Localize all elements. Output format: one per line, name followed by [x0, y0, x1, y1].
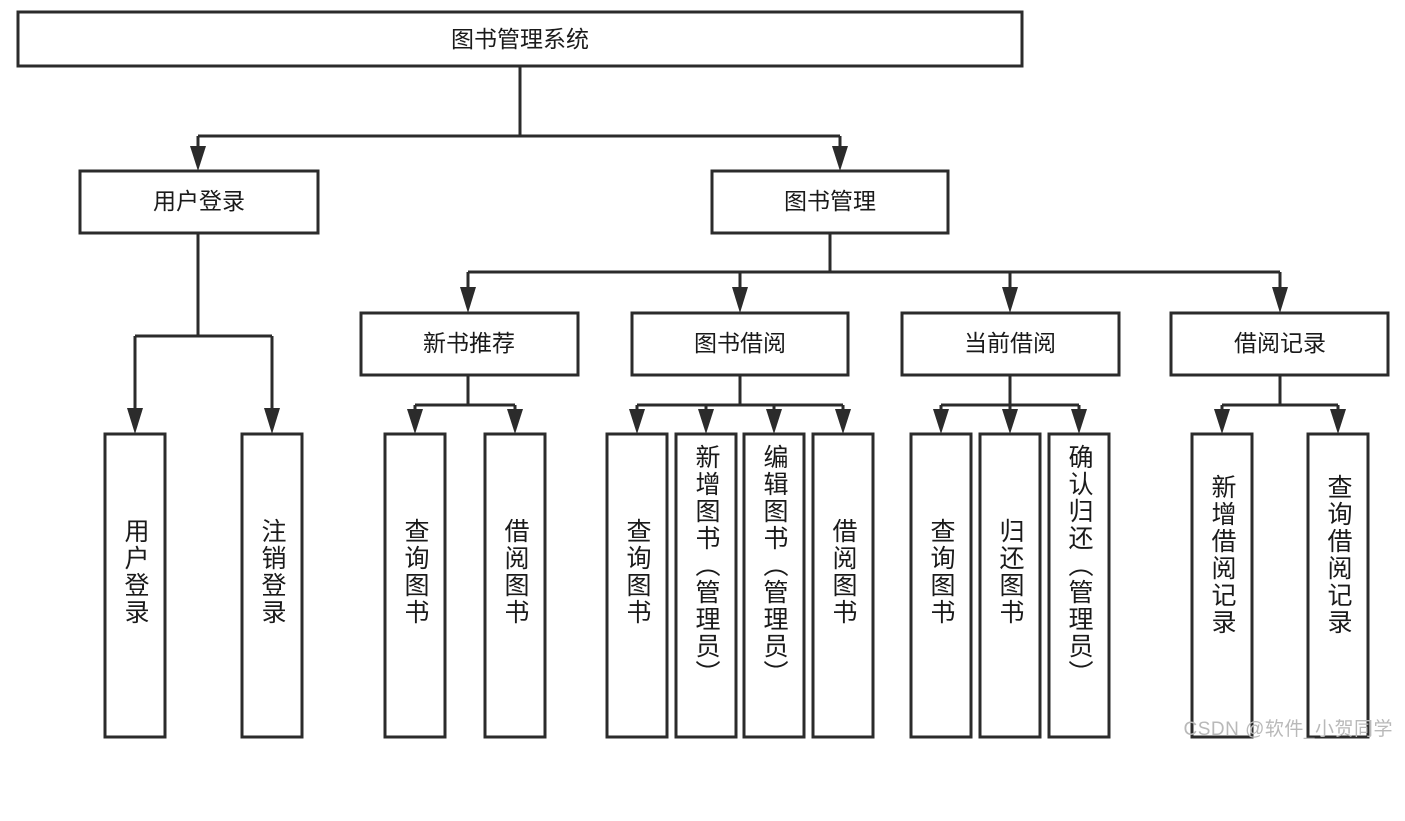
node-new-book-recommend-label: 新书推荐 — [423, 330, 515, 356]
node-book-management[interactable]: 图书管理 — [710, 169, 950, 235]
node-current-borrow-box[interactable] — [900, 311, 1121, 377]
leaf-box-query-book-1[interactable] — [383, 432, 447, 739]
arrow-head-new-book — [460, 287, 476, 313]
node-new-book-recommend-box[interactable] — [359, 311, 580, 377]
arrow-head-current-borrow — [1002, 287, 1018, 313]
leaf-box-borrow-book-2[interactable] — [811, 432, 875, 739]
leaf-box-query-book-3[interactable] — [909, 432, 973, 739]
node-root-box[interactable] — [16, 10, 1024, 68]
node-user-login-label: 用户登录 — [153, 188, 245, 214]
leaf-box-query-record[interactable] — [1306, 432, 1370, 739]
node-user-login[interactable]: 用户登录 — [78, 169, 320, 235]
leaf-box-add-record[interactable] — [1190, 432, 1254, 739]
arrow-head-leaf-borrow-book-2 — [835, 409, 851, 434]
connector-group — [127, 66, 1346, 434]
flowchart-canvas: 图书管理系统 用户登录 图书管理 新书推荐 图书借阅 当前借阅 借阅记录 — [16, 10, 1393, 740]
leaf-box-borrow-book-1[interactable] — [483, 432, 547, 739]
node-borrow-record[interactable]: 借阅记录 — [1169, 311, 1390, 377]
watermark-text: CSDN @软件_小贺同学 — [1183, 719, 1393, 740]
leaf-box-confirm-return[interactable] — [1047, 432, 1111, 739]
tree-diagram-svg: 图书管理系统 用户登录 图书管理 新书推荐 图书借阅 当前借阅 借阅记录 — [16, 10, 1390, 739]
node-root[interactable]: 图书管理系统 — [16, 10, 1024, 68]
arrow-head-leaf-query-record — [1330, 409, 1346, 434]
node-user-login-box[interactable] — [78, 169, 320, 235]
node-book-borrow-label: 图书借阅 — [694, 330, 786, 356]
node-borrow-record-label: 借阅记录 — [1234, 330, 1326, 356]
node-book-borrow-box[interactable] — [630, 311, 850, 377]
node-borrow-record-box[interactable] — [1169, 311, 1390, 377]
node-new-book-recommend[interactable]: 新书推荐 — [359, 311, 580, 377]
leaf-box-return-book[interactable] — [978, 432, 1042, 739]
leaf-box-add-book[interactable] — [674, 432, 738, 739]
arrow-head-leaf-add-book — [698, 409, 714, 434]
arrow-head-user-login — [190, 146, 206, 171]
arrow-head-leaf-add-record — [1214, 409, 1230, 434]
leaf-box-logout[interactable] — [240, 432, 304, 739]
arrow-head-leaf-user-login — [127, 408, 143, 434]
arrow-head-book-borrow — [732, 287, 748, 313]
node-current-borrow-label: 当前借阅 — [964, 330, 1056, 356]
arrow-head-leaf-borrow-book-1 — [507, 409, 523, 434]
leaf-box-edit-book[interactable] — [742, 432, 806, 739]
arrow-head-leaf-query-book-2 — [629, 409, 645, 434]
node-current-borrow[interactable]: 当前借阅 — [900, 311, 1121, 377]
arrow-head-leaf-logout — [264, 408, 280, 434]
node-book-management-box[interactable] — [710, 169, 950, 235]
leaf-box-query-book-2[interactable] — [605, 432, 669, 739]
node-root-label: 图书管理系统 — [451, 26, 589, 52]
arrow-head-leaf-edit-book — [766, 409, 782, 434]
node-book-management-label: 图书管理 — [784, 188, 876, 214]
arrow-head-book-mgmt — [832, 146, 848, 171]
arrow-head-leaf-confirm-return — [1071, 409, 1087, 434]
arrow-head-leaf-query-book-1 — [407, 409, 423, 434]
leaf-box-group — [103, 432, 1370, 739]
arrow-head-leaf-return-book — [1002, 409, 1018, 434]
arrow-head-leaf-query-book-3 — [933, 409, 949, 434]
arrow-head-borrow-record — [1272, 287, 1288, 313]
leaf-box-user-login[interactable] — [103, 432, 167, 739]
node-book-borrow[interactable]: 图书借阅 — [630, 311, 850, 377]
